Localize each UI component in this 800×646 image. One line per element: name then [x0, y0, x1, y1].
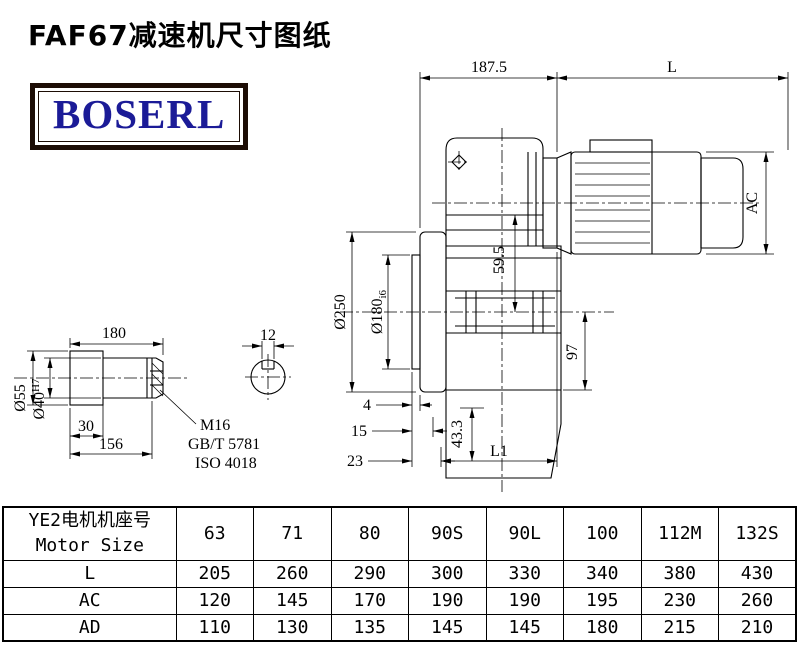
dim-label-43-3: 43.3 [449, 420, 466, 448]
dim-label-59-5: 59.5 [491, 246, 508, 274]
dim-187-5: 187.5 [419, 59, 558, 228]
header-cell-size-112M: 112M [640, 506, 719, 561]
dim-label-97: 97 [564, 344, 581, 360]
value-cell: 190 [485, 586, 564, 615]
value-cell: 290 [330, 559, 409, 588]
bolt-hole-marker [448, 151, 470, 173]
dim-label-L: L [667, 59, 677, 76]
value-cell: 180 [563, 613, 642, 642]
header-cell-size-71: 71 [253, 506, 332, 561]
value-cell: 340 [563, 559, 642, 588]
dim-label-156: 156 [99, 436, 123, 453]
thread-label: M16 [200, 417, 230, 434]
value-cell: 145 [485, 613, 564, 642]
value-cell: 260 [253, 559, 332, 588]
dim-label-40H7: Ø40H7 [30, 378, 48, 420]
dim-label-55: Ø55 [12, 384, 29, 412]
page-title: FAF67减速机尺寸图纸 [28, 19, 332, 52]
value-cell: 260 [718, 586, 797, 615]
header-cell-size-100: 100 [563, 506, 642, 561]
value-cell: 190 [408, 586, 487, 615]
value-cell: 130 [253, 613, 332, 642]
dim-label-180: 180 [102, 325, 126, 342]
header-cell-size-132S: 132S [718, 506, 797, 561]
dim-label-AC: AC [744, 192, 761, 214]
dim-spigot-180: Ø180i6 [369, 254, 410, 370]
brand-logo-inner-frame: BOSERL [38, 91, 241, 143]
value-cell: 145 [253, 586, 332, 615]
dim-flange-250: Ø250 [332, 231, 416, 393]
motor-size-header-cell: YE2电机机座号 Motor Size [2, 506, 177, 561]
value-cell: 430 [718, 559, 797, 588]
value-cell: 170 [330, 586, 409, 615]
value-cell: 135 [330, 613, 409, 642]
key-section-detail: 12 [242, 327, 294, 400]
brand-logo-text: BOSERL [53, 91, 226, 137]
fan-cover [700, 157, 744, 249]
dim-59-5: 59.5 [491, 214, 527, 312]
value-cell: 330 [485, 559, 564, 588]
shaft-detail-view: 180 Ø55 Ø40H7 30 156 M16 GB/T 5781 ISO 4… [12, 325, 260, 472]
row-label-AD: AD [2, 613, 177, 642]
value-cell: 380 [640, 559, 719, 588]
value-cell: 145 [408, 613, 487, 642]
standard-label-gbt: GB/T 5781 [188, 436, 260, 453]
header-cell-size-90S: 90S [408, 506, 487, 561]
brand-logo: BOSERL [30, 83, 249, 151]
value-cell: 300 [408, 559, 487, 588]
bottom-dimensions: 4 15 23 L1 43.3 [347, 252, 558, 470]
row-label-L: L [2, 559, 177, 588]
value-cell: 120 [175, 586, 254, 615]
technical-drawing: 187.5 L AC Ø250 Ø180i6 59.5 97 [12, 59, 789, 492]
value-cell: 210 [718, 613, 797, 642]
row-label-AC: AC [2, 586, 177, 615]
dim-label-12: 12 [260, 327, 276, 344]
motor-view [556, 139, 744, 255]
dim-label-250: Ø250 [332, 294, 349, 330]
terminal-box [589, 139, 653, 153]
table-row-AD: AD 110 130 135 145 145 180 215 210 [2, 613, 797, 642]
dim-AC: AC [706, 151, 774, 255]
dim-label-30: 30 [78, 418, 94, 435]
table-row-L: L 205 260 290 300 330 340 380 430 [2, 559, 797, 588]
value-cell: 230 [640, 586, 719, 615]
table-row-AC: AC 120 145 170 190 190 195 230 260 [2, 586, 797, 615]
dim-label-180i6: Ø180i6 [369, 289, 389, 334]
dim-label-187-5: 187.5 [471, 59, 507, 76]
standard-label-iso: ISO 4018 [195, 455, 257, 472]
motor-size-header-en: Motor Size [35, 534, 144, 556]
dim-97: 97 [563, 312, 592, 391]
table-header-row: YE2电机机座号 Motor Size 63 71 80 90S 90L 100… [2, 506, 797, 561]
dim-label-15: 15 [351, 423, 367, 440]
dim-L: L [557, 59, 789, 150]
value-cell: 215 [640, 613, 719, 642]
value-cell: 110 [175, 613, 254, 642]
gearbox-main-view [340, 128, 762, 492]
dim-label-4: 4 [363, 397, 371, 414]
value-cell: 205 [175, 559, 254, 588]
header-cell-size-80: 80 [330, 506, 409, 561]
header-cell-size-63: 63 [175, 506, 254, 561]
header-cell-size-90L: 90L [485, 506, 564, 561]
dim-label-L1: L1 [490, 443, 508, 460]
dim-label-23: 23 [347, 453, 363, 470]
motor-size-header-cn: YE2电机机座号 [28, 510, 151, 532]
dimension-table: YE2电机机座号 Motor Size 63 71 80 90S 90L 100… [2, 506, 797, 642]
value-cell: 195 [563, 586, 642, 615]
